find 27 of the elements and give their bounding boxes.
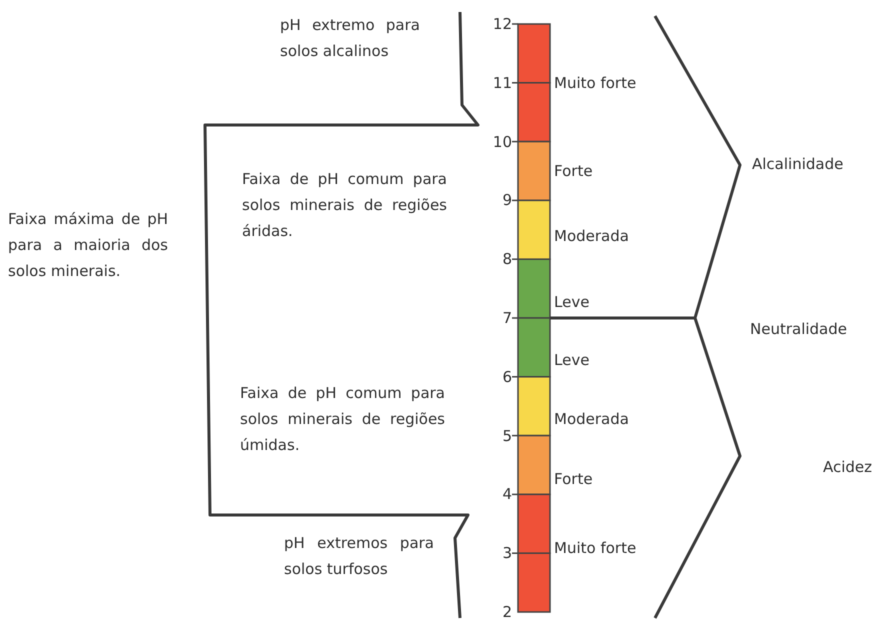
category-label: Acidez [823,457,872,478]
tick-label: 4 [501,484,512,506]
tick-label: 10 [492,132,512,153]
tick-label: 3 [501,543,512,564]
note-text: Faixa de pH comum para solos minerais de regiões úmidas. [240,383,445,456]
strength-label: Muito forte [554,73,636,94]
tick-label: 2 [501,602,512,623]
tick-label: 12 [492,14,512,35]
note-text: pH extremo para solos alcalinos [280,15,420,62]
strength-label: Forte [554,469,593,490]
strength-label: Moderada [554,226,629,247]
strength-label: Leve [554,350,590,371]
tick-label: 7 [501,308,512,329]
note-text: pH extremos para solos turfosos [284,533,434,580]
tick-label: 5 [501,426,512,447]
strength-label: Leve [554,292,590,313]
tick-label: 11 [492,72,512,94]
strength-label: Muito forte [554,538,636,559]
note-text: Faixa de pH comum para solos minerais de regiões áridas. [242,169,447,242]
strength-label: Forte [554,161,593,182]
category-label: Neutralidade [750,319,847,340]
note-text: Faixa máxima de pH para a maioria dos solos minerais. [8,209,168,282]
tick-label: 6 [501,366,512,388]
tick-label: 9 [501,190,512,212]
strength-label: Moderada [554,409,629,430]
tick-label: 8 [501,249,512,270]
category-label: Alcalinidade [752,154,844,175]
